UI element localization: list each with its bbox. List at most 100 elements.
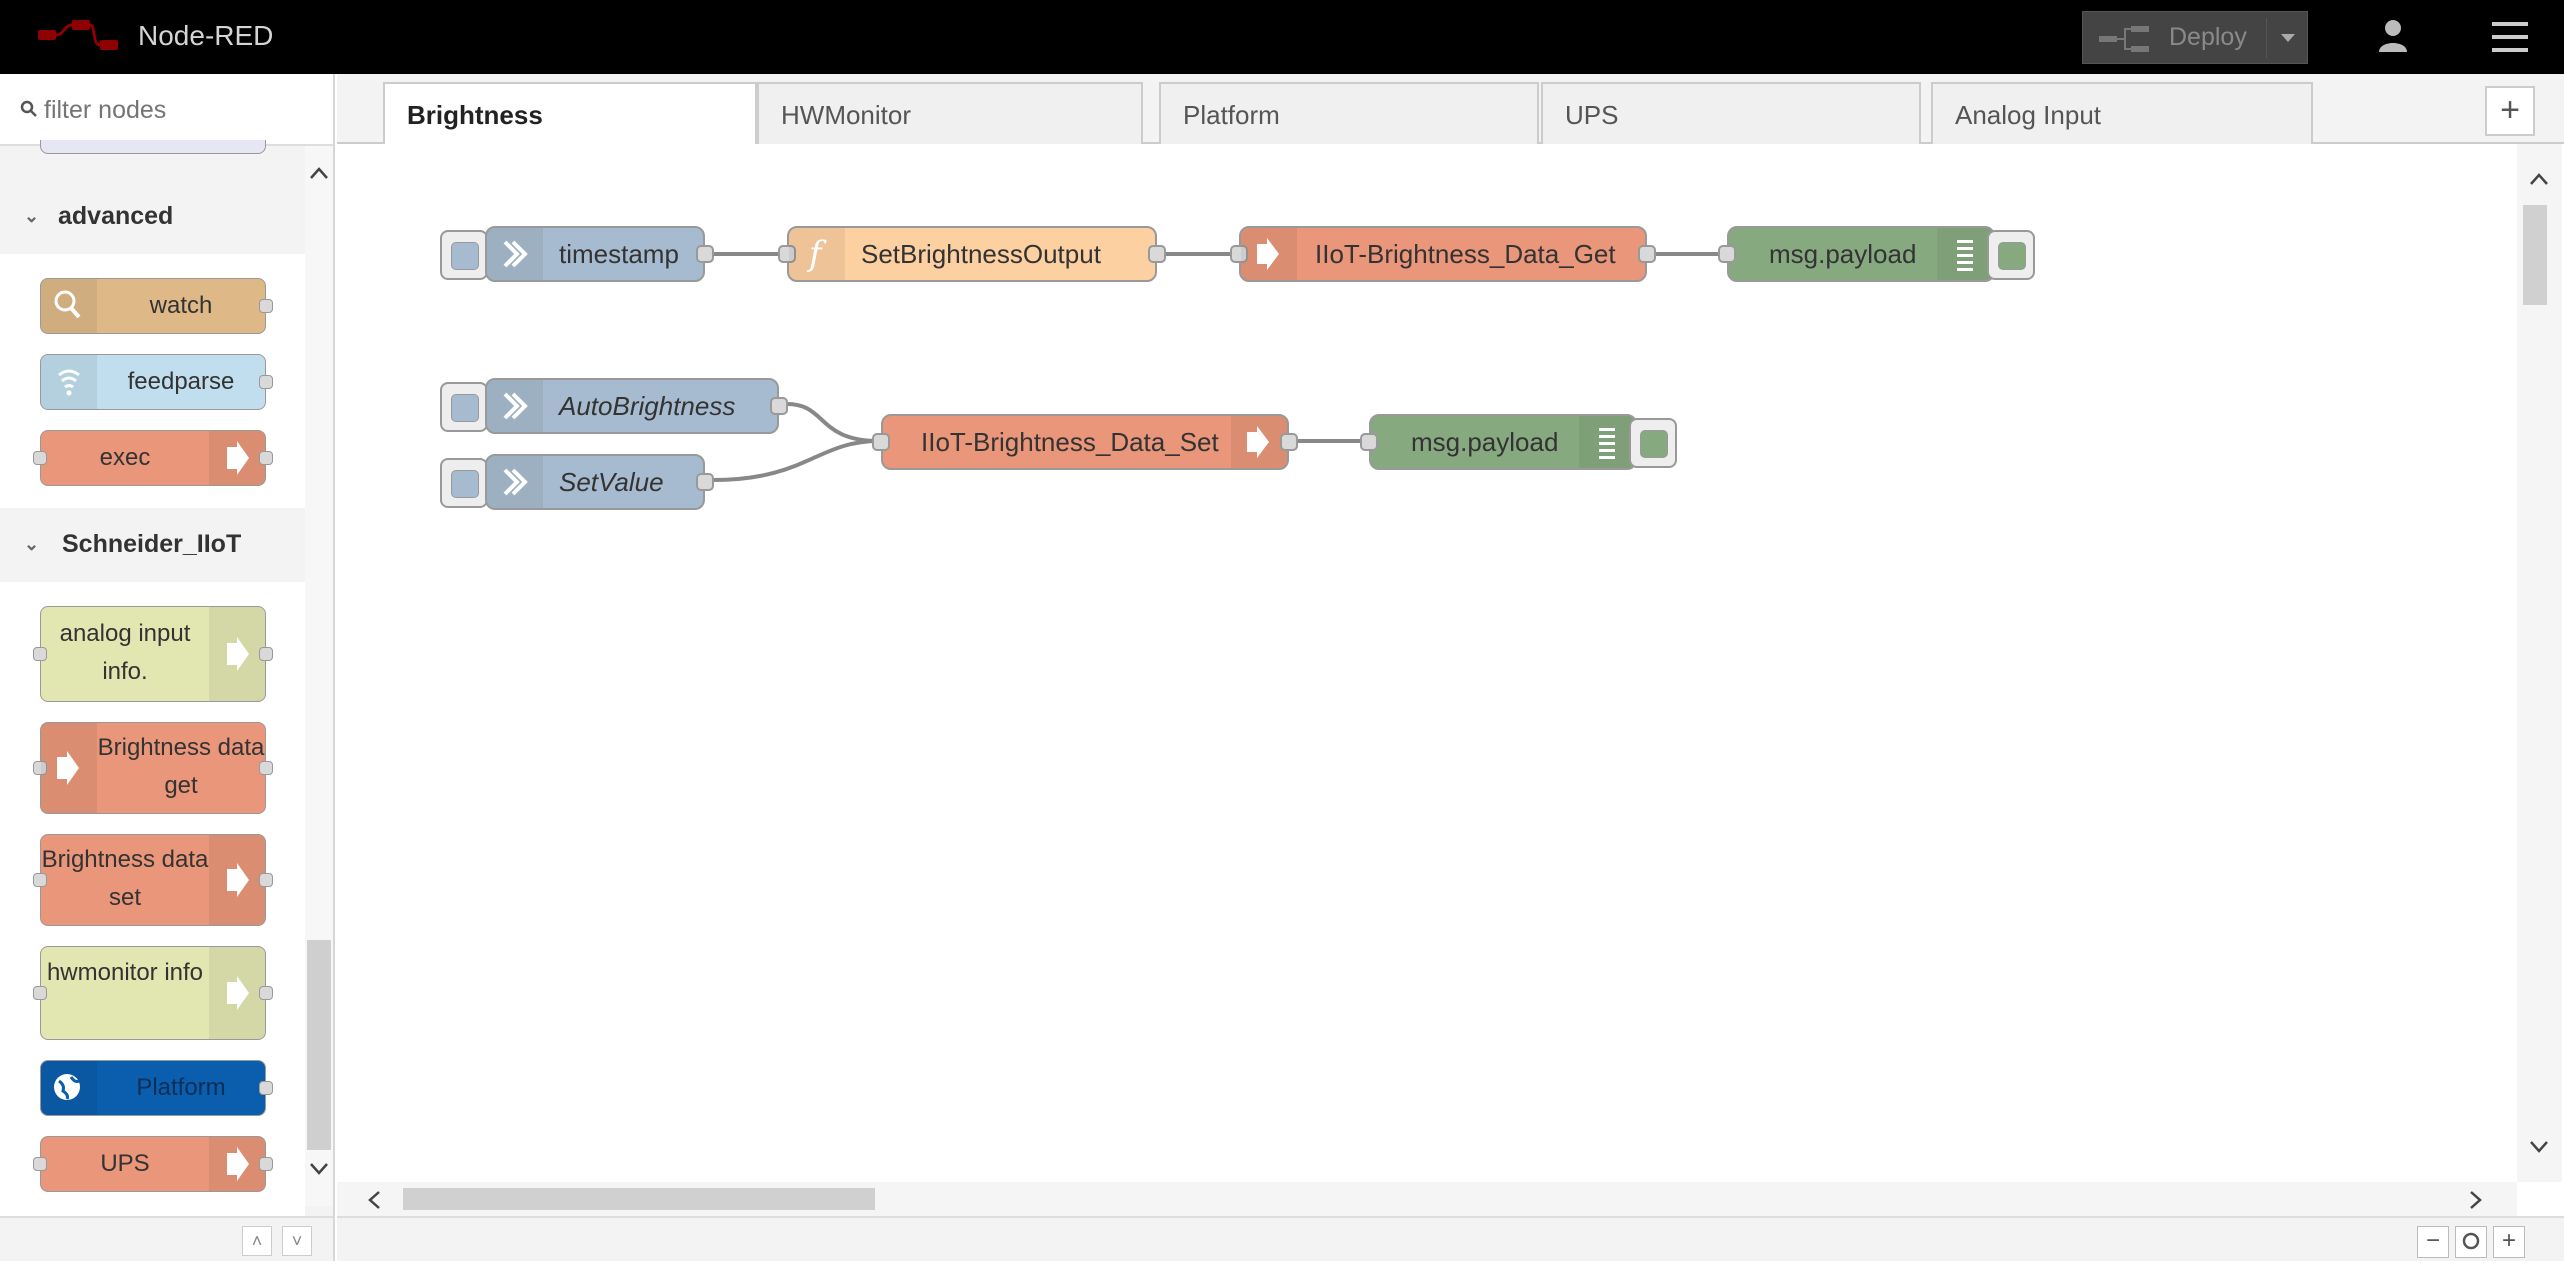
category-header-advanced[interactable]: ⌄ advanced [0, 180, 305, 254]
input-port [33, 873, 47, 887]
chevron-down-icon[interactable] [309, 1162, 329, 1176]
tab-brightness[interactable]: Brightness [383, 82, 757, 146]
user-icon[interactable] [2378, 18, 2408, 54]
arrow-right-icon [209, 947, 265, 1039]
node-label: timestamp [559, 239, 679, 269]
output-port[interactable] [770, 397, 788, 415]
palette-node-ups[interactable]: UPS [33, 1136, 273, 1192]
workspace-vertical-scrollbar[interactable] [2517, 144, 2562, 1182]
chevron-left-icon[interactable] [367, 1190, 381, 1210]
node-label: SetValue [559, 467, 664, 497]
zoom-out-button[interactable]: − [2417, 1226, 2449, 1258]
deploy-button[interactable]: Deploy [2082, 11, 2308, 64]
palette-node-brightness-data-get[interactable]: Brightness data get [33, 722, 273, 814]
tab-label: HWMonitor [781, 100, 912, 130]
chevron-down-icon[interactable] [2529, 1140, 2549, 1154]
add-tab-button[interactable]: + [2485, 86, 2535, 136]
output-port [259, 761, 273, 775]
wire[interactable] [786, 402, 880, 443]
input-port [33, 451, 47, 465]
flow-node-debug-msg-payload[interactable]: msg.payload [1718, 226, 1995, 282]
palette-node-exec[interactable]: exec [33, 430, 273, 486]
node-label: Platform [136, 1074, 226, 1101]
inject-trigger-button[interactable] [440, 458, 488, 508]
palette-node-watch[interactable]: watch [40, 278, 273, 334]
deploy-separator [2266, 18, 2267, 58]
chevron-up-icon[interactable] [2529, 172, 2549, 186]
node-red-logo-icon [38, 20, 118, 50]
flow-node-set-value[interactable]: SetValue [485, 454, 714, 510]
palette-node-platform[interactable]: Platform [40, 1060, 273, 1116]
palette-node-brightness-data-set[interactable]: Brightness data set [33, 834, 273, 926]
palette-node-analog-input-info[interactable]: analog input info. [33, 606, 273, 702]
palette-node-partial[interactable] [40, 140, 266, 154]
flow-node-iiot-brightness-data-set[interactable]: IIoT-Brightness_Data_Set [872, 414, 1298, 470]
input-port[interactable] [1718, 245, 1736, 263]
palette-node-hwmonitor-info[interactable]: hwmonitor info [33, 946, 273, 1040]
inject-button-face [451, 470, 479, 498]
tab-platform[interactable]: Platform [1159, 82, 1539, 144]
inject-trigger-button[interactable] [440, 382, 488, 432]
flow-workspace[interactable]: timestamp f SetBrightnessOutput IIoT-Bri… [337, 144, 2517, 1182]
palette-scrollbar-thumb[interactable] [307, 940, 331, 1150]
zoom-reset-button[interactable] [2455, 1226, 2487, 1258]
app-title: Node-RED [138, 20, 274, 51]
category-title: advanced [58, 202, 174, 230]
output-port [259, 986, 273, 1000]
tab-ups[interactable]: UPS [1541, 82, 1921, 144]
input-port [33, 986, 47, 1000]
category-header-schneider-iiot[interactable]: ⌄ Schneider_IIoT [0, 508, 305, 582]
filter-nodes-input[interactable] [42, 92, 306, 128]
arrow-right-icon [209, 431, 265, 485]
node-label: IIoT-Brightness_Data_Set [921, 427, 1219, 457]
top-header: Node-RED Deploy [0, 0, 2564, 74]
workspace-footer: − + [337, 1216, 2564, 1261]
chevron-up-icon[interactable] [309, 166, 329, 180]
deploy-label: Deploy [2169, 23, 2247, 51]
zoom-in-button[interactable]: + [2493, 1226, 2525, 1258]
arrow-right-icon [1231, 416, 1287, 468]
output-port[interactable] [1638, 245, 1656, 263]
tab-label: Analog Input [1955, 100, 2102, 130]
input-port[interactable] [872, 433, 890, 451]
input-port [33, 1157, 47, 1171]
palette-node-feedparse[interactable]: feedparse [40, 354, 273, 410]
output-port[interactable] [1148, 245, 1166, 263]
deploy-dropdown-icon[interactable] [2281, 34, 2295, 42]
input-port[interactable] [778, 245, 796, 263]
tab-hwmonitor[interactable]: HWMonitor [757, 82, 1143, 144]
workspace-tabs: Brightness HWMonitor Platform UPS Analog… [337, 74, 2564, 146]
tab-analog-input[interactable]: Analog Input [1931, 82, 2313, 144]
workspace-horizontal-scrollbar-thumb[interactable] [403, 1188, 875, 1210]
output-port[interactable] [696, 245, 714, 263]
tab-label: Platform [1183, 100, 1280, 130]
hamburger-menu-icon[interactable] [2492, 22, 2528, 52]
node-label: UPS [100, 1150, 150, 1177]
output-port [259, 451, 273, 465]
flow-node-auto-brightness[interactable]: AutoBrightness [485, 378, 788, 434]
output-port[interactable] [696, 473, 714, 491]
debug-toggle-button[interactable] [1629, 418, 1677, 468]
input-port[interactable] [1360, 433, 1378, 451]
tab-label: UPS [1565, 100, 1619, 130]
wire[interactable] [712, 439, 880, 482]
flow-node-timestamp[interactable]: timestamp [485, 226, 714, 282]
node-label: watch [149, 292, 213, 319]
inject-trigger-button[interactable] [440, 230, 488, 280]
category-body-schneider-iiot: analog input info. Brightness data get B… [0, 582, 305, 1216]
expand-all-button[interactable]: ˅ [282, 1226, 312, 1256]
workspace-vertical-scrollbar-thumb[interactable] [2523, 205, 2547, 305]
output-port[interactable] [1280, 433, 1298, 451]
zoom-reset-icon [2462, 1232, 2480, 1250]
flow-node-debug-msg-payload-2[interactable]: msg.payload [1360, 414, 1637, 470]
flow-node-iiot-brightness-data-get[interactable]: IIoT-Brightness_Data_Get [1230, 226, 1656, 282]
flow-node-set-brightness-output[interactable]: f SetBrightnessOutput [778, 226, 1166, 282]
category-title: Schneider_IIoT [62, 530, 242, 558]
input-port[interactable] [1230, 245, 1248, 263]
chevron-right-icon[interactable] [2469, 1190, 2483, 1210]
collapse-all-button[interactable]: ˄ [242, 1226, 272, 1256]
debug-toggle-button[interactable] [1987, 230, 2035, 280]
node-label: IIoT-Brightness_Data_Get [1315, 239, 1616, 269]
palette-filter [0, 74, 333, 146]
node-label: Brightness data get [97, 734, 265, 799]
